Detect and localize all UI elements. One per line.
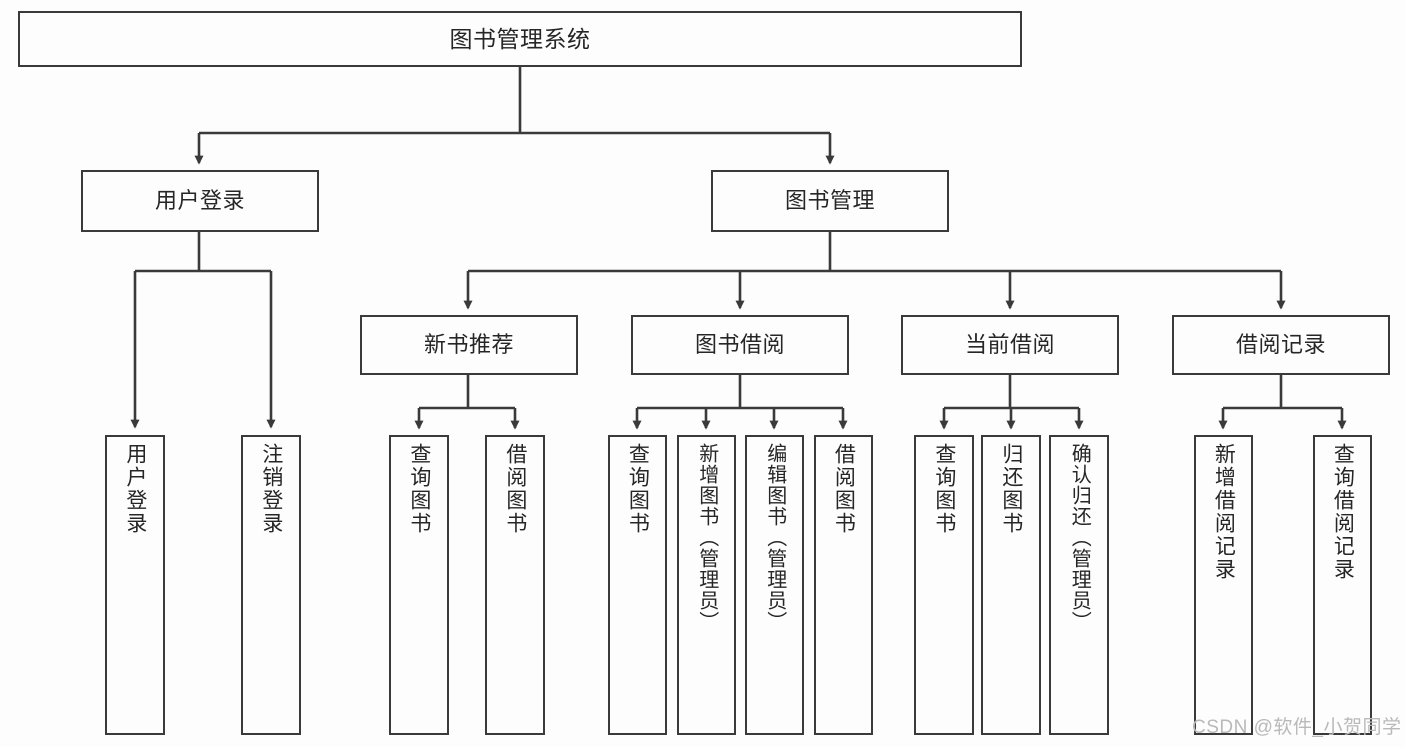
node-leaf-query-record[interactable]: 查询借阅记录 xyxy=(1313,435,1372,735)
node-leaf-borrow-book-1-label: 借阅图书 xyxy=(503,443,527,535)
node-leaf-query-book-3[interactable]: 查询图书 xyxy=(914,435,974,735)
node-leaf-confirm-return-label: 确认归还（管理员） xyxy=(1068,443,1091,632)
node-user-login[interactable]: 用户登录 xyxy=(81,170,319,232)
node-root[interactable]: 图书管理系统 xyxy=(18,11,1022,67)
node-user-login-label: 用户登录 xyxy=(154,188,245,214)
node-leaf-return-book-label: 归还图书 xyxy=(999,443,1023,535)
node-new-book-rec-label: 新书推荐 xyxy=(423,332,514,358)
node-book-borrow[interactable]: 图书借阅 xyxy=(631,315,849,375)
node-leaf-query-book-1-label: 查询图书 xyxy=(407,443,431,535)
node-leaf-confirm-return[interactable]: 确认归还（管理员） xyxy=(1049,435,1109,735)
node-borrow-record-label: 借阅记录 xyxy=(1235,332,1326,358)
node-leaf-borrow-book-2[interactable]: 借阅图书 xyxy=(814,435,873,735)
node-leaf-borrow-book-1[interactable]: 借阅图书 xyxy=(485,435,545,735)
node-leaf-query-book-2[interactable]: 查询图书 xyxy=(608,435,667,735)
node-current-borrow-label: 当前借阅 xyxy=(964,332,1055,358)
node-root-label: 图书管理系统 xyxy=(449,25,591,52)
node-leaf-add-book-label: 新增图书（管理员） xyxy=(695,443,718,632)
node-leaf-add-record[interactable]: 新增借阅记录 xyxy=(1194,435,1253,735)
node-leaf-borrow-book-2-label: 借阅图书 xyxy=(832,443,856,535)
node-leaf-logout-login[interactable]: 注销登录 xyxy=(241,435,301,735)
node-book-manage[interactable]: 图书管理 xyxy=(711,170,949,232)
node-leaf-user-login-label: 用户登录 xyxy=(123,443,147,535)
node-leaf-add-book[interactable]: 新增图书（管理员） xyxy=(677,435,736,735)
node-leaf-query-book-3-label: 查询图书 xyxy=(932,443,956,535)
node-borrow-record[interactable]: 借阅记录 xyxy=(1172,315,1390,375)
node-leaf-edit-book[interactable]: 编辑图书（管理员） xyxy=(745,435,804,735)
node-book-manage-label: 图书管理 xyxy=(784,188,875,214)
node-leaf-edit-book-label: 编辑图书（管理员） xyxy=(763,443,786,632)
node-leaf-query-book-2-label: 查询图书 xyxy=(626,443,650,535)
node-leaf-query-record-label: 查询借阅记录 xyxy=(1331,443,1355,581)
node-leaf-logout-login-label: 注销登录 xyxy=(259,443,283,535)
csdn-watermark: CSDN @软件_小贺同学 xyxy=(1192,717,1402,738)
node-leaf-user-login[interactable]: 用户登录 xyxy=(105,435,165,735)
node-leaf-add-record-label: 新增借阅记录 xyxy=(1212,443,1236,581)
node-book-borrow-label: 图书借阅 xyxy=(694,332,785,358)
node-new-book-rec[interactable]: 新书推荐 xyxy=(360,315,578,375)
node-leaf-return-book[interactable]: 归还图书 xyxy=(981,435,1041,735)
node-current-borrow[interactable]: 当前借阅 xyxy=(901,315,1119,375)
node-leaf-query-book-1[interactable]: 查询图书 xyxy=(389,435,449,735)
